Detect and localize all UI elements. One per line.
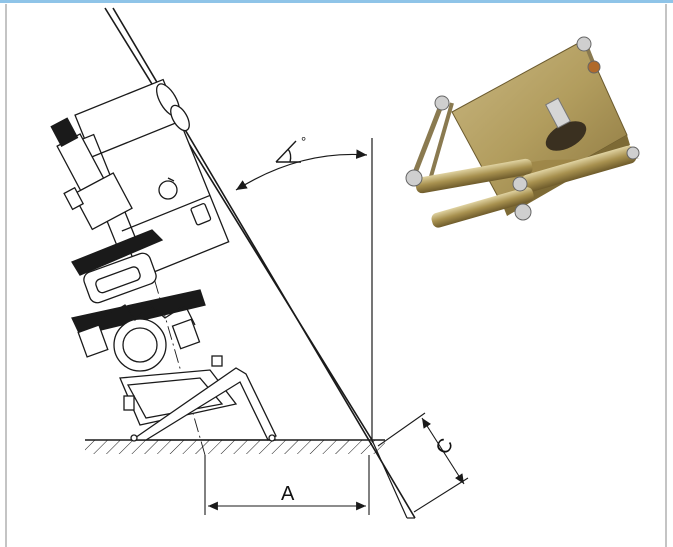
angle-arc bbox=[235, 149, 368, 191]
angle-degree-label: ° bbox=[301, 134, 306, 149]
angle-symbol-icon bbox=[275, 140, 301, 163]
welding-carriage bbox=[50, 78, 277, 442]
dimension-a-label: A bbox=[281, 483, 295, 505]
ground bbox=[85, 439, 385, 454]
dimension-a bbox=[204, 455, 370, 515]
dimension-c bbox=[377, 412, 469, 513]
bracket-photo bbox=[405, 36, 640, 228]
dimension-c-label: C bbox=[432, 435, 458, 458]
